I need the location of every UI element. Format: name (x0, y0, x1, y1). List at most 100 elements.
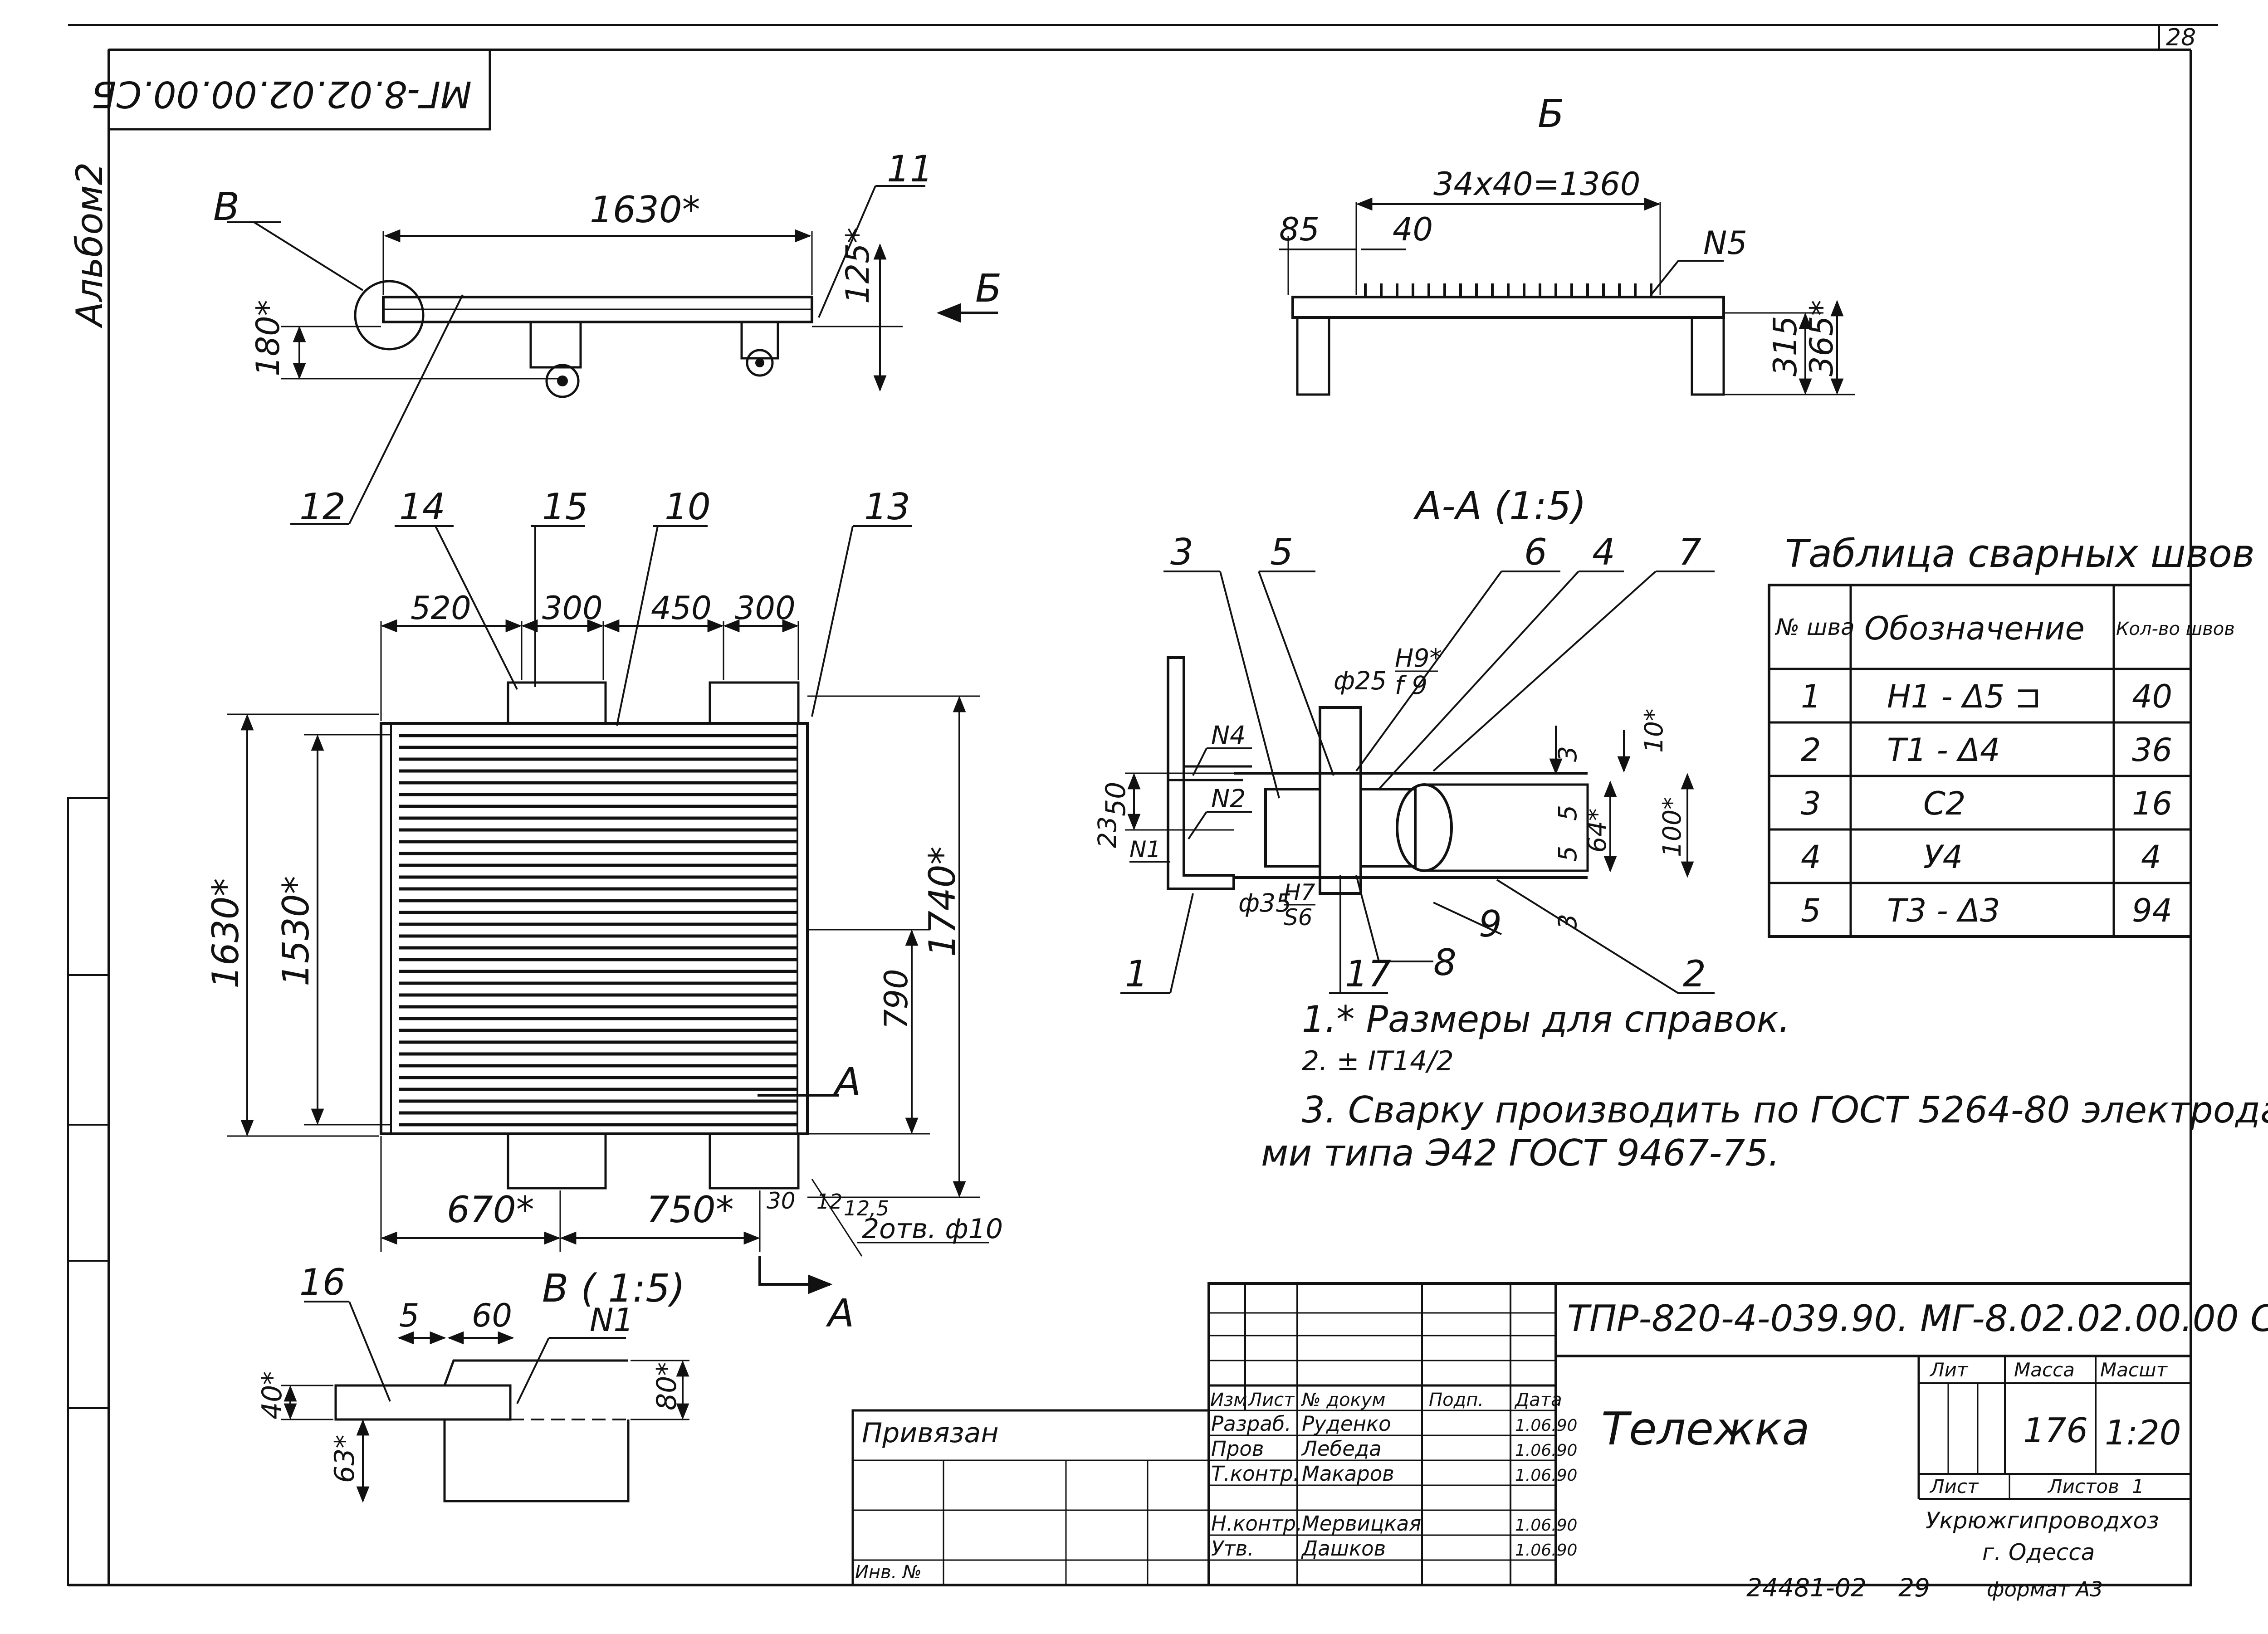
tb-sheet-label: Лист (1929, 1475, 1979, 1497)
weld-cell: 4 (2141, 839, 2161, 876)
tb-mass: 176 (2023, 1410, 2088, 1450)
archive-number: 24481-02 (1746, 1573, 1867, 1602)
pos-4: 4 (1592, 531, 1615, 573)
album-label: Альбом2 (68, 162, 111, 329)
notes: 1.* Размеры для справок. 2. ± IT14/2 3. … (1261, 998, 2268, 1174)
weld-cell: 16 (2132, 785, 2172, 822)
dim-plan-125: 12,5 (844, 1196, 889, 1220)
tb-designation: ТПР-820-4-039.90. МГ-8.02.02.00.00 СБ (1567, 1297, 2268, 1340)
weld-cell: Т1 - Δ4 (1887, 732, 2000, 769)
dim-aa-23: 23 (1093, 816, 1122, 848)
dim-plan-1740: 1740* (921, 846, 963, 957)
dim-vb-315: 315 (1767, 316, 1804, 376)
tb-date: 1.06.90 (1515, 1541, 1577, 1560)
pos-10: 10 (665, 486, 711, 528)
tb-col-date: Дата (1514, 1390, 1562, 1410)
weld-n4: N4 (1211, 721, 1246, 750)
weld-cell: Н1 - Δ5 ⊐ (1887, 678, 2041, 715)
detail-v-title: В ( 1:5) (542, 1266, 685, 1311)
note-1: 1.* Размеры для справок. (1302, 998, 1790, 1040)
callout-v: В (213, 185, 240, 229)
weld-cell: Т3 - Δ3 (1887, 892, 2000, 929)
pos-5: 5 (1270, 531, 1293, 573)
dim-side-height-right: 125* (839, 227, 876, 304)
dim-dv-80: 80* (651, 1362, 683, 1410)
dim-aa-5a: 5 (1553, 805, 1582, 821)
dim-plan-holes: 2отв. ф10 (862, 1213, 1003, 1245)
weld-cell: 3 (1801, 785, 1821, 822)
tb-mass-header: Масса (2014, 1359, 2075, 1381)
tb-name: Макаров (1302, 1462, 1394, 1486)
weld-cell: 94 (2132, 892, 2172, 929)
tb-sheets-label: Листов (2047, 1475, 2119, 1497)
tb-scale: 1:20 (2105, 1413, 2181, 1453)
tb-name: Мервицкая (1302, 1512, 1421, 1536)
view-b-title: Б (1538, 92, 1564, 137)
weld-cell: 2 (1801, 732, 1821, 769)
detail-v: В ( 1:5) 16 5 60 N1 40* 63* 80* (256, 1261, 689, 1503)
note-4: ми типа Э42 ГОСТ 9467-75. (1261, 1132, 1780, 1174)
arrow-b: Б (975, 266, 1002, 311)
weld-n2: N2 (1211, 784, 1246, 813)
weld-header-count: Кол-во швов (2116, 619, 2235, 639)
tb-privyazan: Привязан (862, 1417, 999, 1449)
tb-scale-header: Масшт (2100, 1359, 2168, 1381)
dim-plan-450: 450 (651, 590, 712, 627)
view-b: Б 34х40=1360 85 40 N5 315 (1279, 92, 1855, 396)
slats (399, 734, 798, 1127)
weld-cell: 36 (2132, 732, 2172, 769)
note-3: 3. Сварку производить по ГОСТ 5264-80 эл… (1302, 1089, 2268, 1131)
arrow-a-bottom: А (826, 1291, 854, 1336)
dim-plan-30: 30 (767, 1188, 796, 1214)
dim-dv-63: 63* (329, 1435, 361, 1483)
tb-date: 1.06.90 (1515, 1466, 1577, 1485)
side-view: 1630* 180* 125* В 11 Б 12 (213, 148, 1002, 528)
dim-aa-100: 100* (1657, 797, 1686, 857)
dim-aa-5b: 5 (1553, 846, 1582, 862)
dim-vb-85: 85 (1279, 211, 1320, 248)
tb-sheets-value: 1 (2132, 1475, 2144, 1497)
weld-cell: 4 (1801, 839, 1821, 876)
dim-aa-h9: Н9* (1395, 644, 1442, 673)
dim-vb-pitch: 34х40=1360 (1433, 166, 1640, 203)
dim-dv-40: 40* (256, 1371, 288, 1419)
dim-side-height: 180* (249, 300, 287, 376)
rotated-code: МГ-8.02.02.00.00.СБ (92, 73, 472, 115)
detail-v-circle (354, 280, 425, 351)
tb-name: Лебеда (1301, 1437, 1382, 1461)
title-block: Изм Лист № докум Подп. Дата Разраб. Руде… (851, 1282, 2268, 1602)
dim-aa-s6: S6 (1284, 904, 1313, 931)
dim-plan-520: 520 (411, 590, 471, 627)
arrow-a-top: А (832, 1060, 861, 1105)
dim-aa-3b: 3 (1553, 914, 1582, 930)
pos-1: 1 (1125, 953, 1148, 995)
weld-table: Таблица сварных швов № шва Обозначение К… (1768, 532, 2255, 938)
archive-page: 29 (1898, 1573, 1930, 1602)
dim-aa-10: 10* (1639, 709, 1668, 753)
dim-vb-365: 365* (1803, 300, 1840, 376)
dim-dv-60: 60 (472, 1297, 512, 1334)
section-aa-title: А-А (1:5) (1413, 484, 1586, 529)
dim-plan-1630: 1630* (205, 878, 247, 989)
tb-role: Утв. (1211, 1536, 1254, 1561)
weld-header-num: № шва (1774, 614, 1855, 640)
page-number: 28 (2166, 24, 2196, 51)
tb-date: 1.06.90 (1515, 1516, 1577, 1535)
pos-15: 15 (542, 486, 588, 528)
dim-plan-790: 790 (878, 969, 915, 1029)
dim-aa-h7: Н7 (1284, 879, 1315, 906)
dim-aa-phi35: ф35 (1238, 888, 1291, 917)
pos-8: 8 (1433, 941, 1457, 984)
pos-3: 3 (1170, 531, 1193, 573)
pos-9: 9 (1479, 903, 1502, 945)
dim-plan-300b: 300 (735, 590, 796, 627)
weld-cell: У4 (1923, 839, 1963, 876)
tb-col-sign: Подп. (1429, 1390, 1484, 1410)
dim-aa-50: 50 (1100, 782, 1132, 816)
weld-cell: 40 (2132, 678, 2172, 715)
dim-plan-750: 750* (646, 1189, 734, 1231)
dim-plan-300a: 300 (542, 590, 603, 627)
pos-16: 16 (299, 1261, 346, 1303)
weld-cell: С2 (1923, 785, 1965, 822)
dim-aa-phi25: ф25 (1334, 666, 1387, 695)
